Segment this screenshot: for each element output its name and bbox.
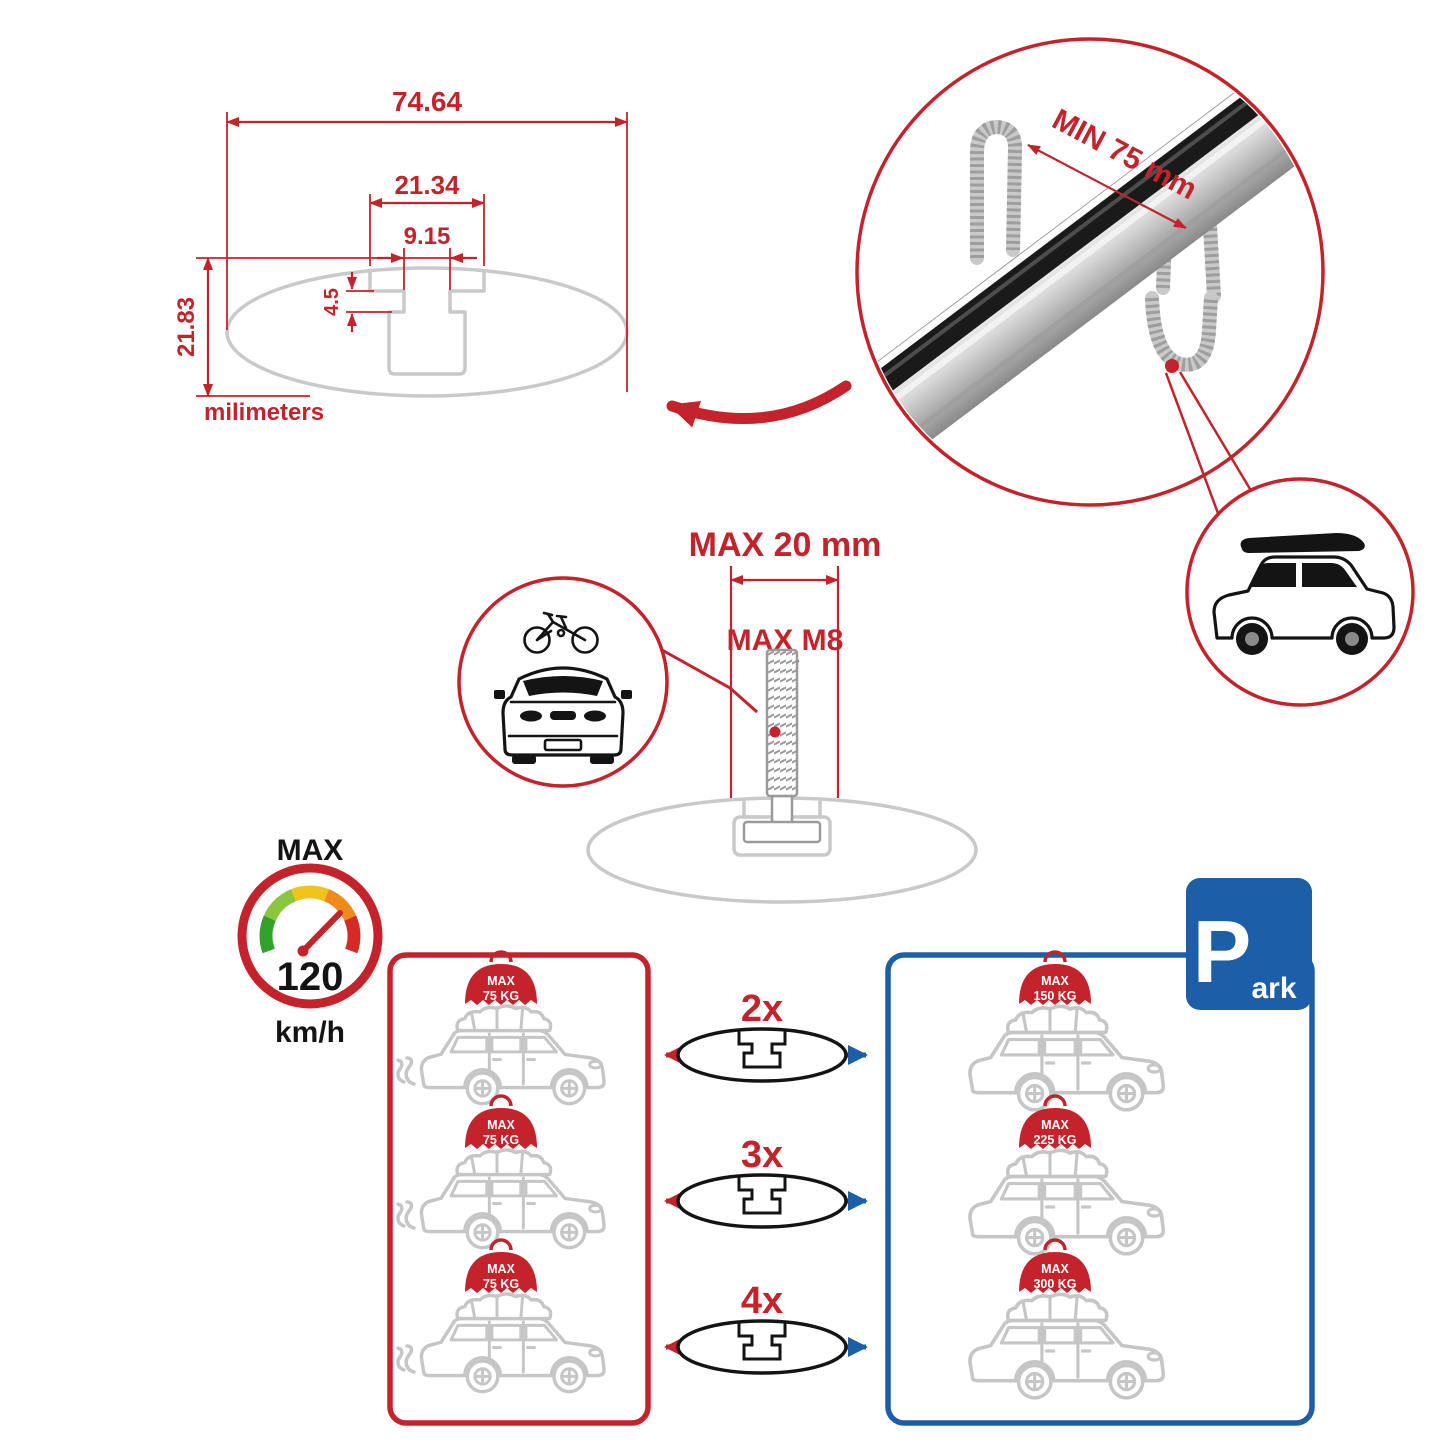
speed-max-label: MAX xyxy=(277,834,344,867)
car-front-icon xyxy=(494,666,632,764)
load-badge: MAX 150 KG xyxy=(1019,950,1091,1005)
multiplier-label: 3x xyxy=(741,1134,783,1176)
speedometer: MAX 120 km/h xyxy=(237,834,383,1049)
crossbar-profile-icon xyxy=(676,1027,848,1083)
dim-slot-width-label: 9.15 xyxy=(404,223,451,250)
bar-rubber-channel xyxy=(860,42,1320,426)
load-badge-line2: 75 KG xyxy=(483,1133,519,1147)
speed-units: km/h xyxy=(275,1016,345,1049)
load-badge-line2: 75 KG xyxy=(483,1277,519,1291)
load-badge: MAX 75 KG xyxy=(465,1094,537,1149)
bicycle-icon xyxy=(523,611,599,654)
park-sign-rest: ark xyxy=(1251,972,1296,1005)
load-badge-line1: MAX xyxy=(487,1262,515,1276)
crossbar-profile-icon xyxy=(676,1173,848,1229)
dim-height-label: 21.83 xyxy=(173,297,200,357)
gauge-needle xyxy=(300,910,343,954)
crossbar-profile-slot xyxy=(737,1177,787,1215)
min-spacing-arrow xyxy=(1027,144,1187,229)
load-badge-line1: MAX xyxy=(1041,1262,1069,1276)
callout-line xyxy=(1178,371,1255,495)
load-badge-line2: 300 KG xyxy=(1033,1277,1076,1291)
bike-car-circle xyxy=(457,576,758,788)
load-badge-line1: MAX xyxy=(1041,1118,1069,1132)
park-sign-board xyxy=(1186,878,1312,1010)
speed-value: 120 xyxy=(277,955,344,999)
u-bolt-icon xyxy=(970,119,1023,265)
gauge-arc xyxy=(259,885,361,954)
pointer-arrow xyxy=(666,380,852,428)
units-label: milimeters xyxy=(204,399,324,426)
load-badge-line1: MAX xyxy=(487,974,515,988)
max-length-label: MAX 20 mm xyxy=(689,526,882,564)
crossbar-t-slot-outline xyxy=(368,271,486,376)
dim-lip-depth-label: 4.5 xyxy=(321,288,343,316)
park-sign-letter: P xyxy=(1193,902,1252,1001)
load-badge: MAX 75 KG xyxy=(465,950,537,1005)
load-badge-line1: MAX xyxy=(487,1118,515,1132)
load-badge-line2: 150 KG xyxy=(1033,989,1076,1003)
dim-channel-width-label: 21.34 xyxy=(394,170,460,200)
multiplier-rows: 2x 3x 4x xyxy=(664,988,868,1375)
roof-box xyxy=(1240,533,1365,553)
profile-dimension-drawing: 74.64 21.34 9.15 4.5 21.83 milimeters xyxy=(173,86,629,426)
parked-panel: MAX 150 KG MAX 225 KG MAX 300 KG P ark xyxy=(885,878,1315,1426)
bar-detail-circle: MIN 75 mm xyxy=(855,37,1325,517)
multiplier-row: 3x xyxy=(664,1134,868,1229)
crossbar-profile-icon xyxy=(676,1319,848,1375)
crossbar-profile-slot xyxy=(737,1323,787,1361)
load-badge: MAX 75 KG xyxy=(465,1238,537,1293)
park-sign: P ark xyxy=(1186,878,1312,1010)
multiplier-row: 2x xyxy=(664,988,868,1083)
load-badge: MAX 300 KG xyxy=(1019,1238,1091,1293)
multiplier-label: 2x xyxy=(741,988,783,1030)
suv-with-roofbox-icon xyxy=(1212,533,1396,655)
crossbar-profile-slot xyxy=(737,1031,787,1069)
roofbox-car-circle xyxy=(1185,477,1415,707)
multiplier-row: 4x xyxy=(664,1280,868,1375)
load-badge: MAX 225 KG xyxy=(1019,1094,1091,1149)
callout-dot xyxy=(769,726,781,738)
callout-line xyxy=(1164,372,1221,517)
dim-total-width-label: 74.64 xyxy=(392,86,462,117)
bolt-detail: MAX 20 mm MAX M8 xyxy=(586,526,978,904)
multiplier-label: 4x xyxy=(741,1280,783,1322)
load-badge-line2: 225 KG xyxy=(1033,1133,1076,1147)
callout-dot xyxy=(1165,359,1179,373)
load-badge-line1: MAX xyxy=(1041,974,1069,988)
t-bolt-icon xyxy=(742,648,822,844)
gauge-pivot xyxy=(297,945,309,957)
callout-line xyxy=(661,648,758,714)
load-badge-line2: 75 KG xyxy=(483,989,519,1003)
u-bolt-icon xyxy=(1145,291,1218,372)
driving-panel: MAX 75 KG MAX 75 KG MAX 75 KG xyxy=(387,950,651,1426)
